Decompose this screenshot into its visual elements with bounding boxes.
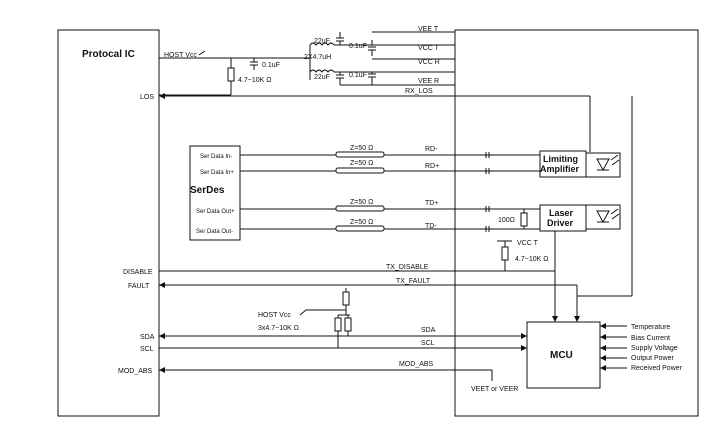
fault-label: FAULT — [128, 283, 150, 290]
mcu-input-bias-current: Bias Current — [631, 335, 670, 342]
tx-disable-pullup: VCC T 4.7~10K Ω — [497, 240, 548, 271]
cap-01u-left-label: 0.1uF — [262, 62, 280, 69]
power-filter-network: HOST Vcc 4.7~10K Ω 0.1uF 2X4.7uH 22uF 0.… — [159, 26, 455, 96]
protocol-ic-label: Protocal IC — [82, 49, 135, 60]
res-4k7-label: 4.7~10K Ω — [238, 77, 271, 84]
mcu-block — [526, 321, 601, 389]
ser-in-plus-label: Ser Data In+ — [200, 170, 234, 176]
mcu-input-received-power: Received Power — [631, 365, 683, 372]
host-vcc-mid-label: HOST Vcc — [258, 312, 291, 319]
laser-driver-label-1: Laser — [549, 208, 574, 218]
inductor-label: 2X4.7uH — [304, 54, 331, 61]
z50-4-label: Z=50 Ω — [350, 219, 373, 226]
mod-abs-left-label: MOD_ABS — [118, 368, 153, 375]
laser-diode-box — [585, 204, 621, 230]
vee-r-label: VEE R — [418, 78, 439, 85]
mcu-input-output-power: Output Power — [631, 355, 674, 362]
scl-left-label: SCL — [140, 346, 154, 353]
vcct-pull-label: VCC T — [517, 240, 539, 247]
limiting-amp-label-1: Limiting — [543, 154, 578, 164]
res-3x-label: 3x4.7~10K Ω — [258, 325, 299, 332]
vee-t-label: VEE T — [418, 26, 439, 33]
vcc-r-label: VCC R — [418, 59, 440, 66]
td-minus-label: TD- — [425, 223, 437, 230]
protocol-ic-block — [57, 29, 160, 417]
disable-fault-lines: DISABLE TX_DISABLE FAULT TX_FAULT — [123, 96, 633, 322]
limiting-amp-label-2: Amplifier — [540, 164, 580, 174]
serdes-block — [189, 145, 241, 241]
laser-diode-icon — [596, 208, 620, 224]
mcu-inputs: Temperature Bias Current Supply Voltage … — [600, 323, 683, 372]
z50-3-label: Z=50 Ω — [350, 199, 373, 206]
i2c-lines: SDA SDA SCL SCL — [140, 327, 527, 353]
tx-disable-label: TX_DISABLE — [386, 264, 429, 271]
cap-22u-top-label: 22uF — [314, 38, 330, 45]
mcu-input-supply-voltage: Supply Voltage — [631, 345, 678, 352]
sda-left-label: SDA — [140, 334, 155, 341]
photodiode-box — [585, 152, 621, 178]
rd-plus-label: RD+ — [425, 163, 439, 170]
rx-los-label: RX_LOS — [405, 88, 433, 95]
cap-01u-bot-label: 0.1uF — [349, 72, 367, 79]
res-100-label: 100Ω — [498, 217, 515, 224]
cap-01u-top-label: 0.1uF — [349, 43, 367, 50]
i2c-pullups: HOST Vcc 3x4.7~10K Ω — [258, 288, 352, 348]
vee-or-label: VEET or VEER — [471, 386, 518, 393]
z50-1-label: Z=50 Ω — [350, 145, 373, 152]
rx-data-lines: Z=50 Ω Z=50 Ω RD- RD+ — [240, 145, 540, 174]
mcu-label: MCU — [550, 350, 573, 361]
mcu-input-temperature: Temperature — [631, 324, 670, 331]
vcc-t-label: VCC T — [418, 45, 440, 52]
tx-data-lines: Z=50 Ω Z=50 Ω TD+ TD- 100Ω — [240, 199, 540, 232]
res-pull-label: 4.7~10K Ω — [515, 256, 548, 263]
los-signal: LOS RX_LOS — [140, 88, 591, 152]
sda-right-label: SDA — [421, 327, 436, 334]
mod-abs-line: MOD_ABS MOD_ABS VEET or VEER — [118, 361, 518, 393]
tx-fault-label: TX_FAULT — [396, 278, 431, 285]
los-label: LOS — [140, 94, 154, 101]
serdes-label: SerDes — [190, 185, 225, 196]
host-vcc-top-label: HOST Vcc — [164, 52, 197, 59]
ser-in-minus-label: Ser Data In- — [200, 154, 232, 160]
scl-right-label: SCL — [421, 340, 435, 347]
ser-out-minus-label: Ser Data Out- — [196, 229, 233, 235]
z50-2-label: Z=50 Ω — [350, 160, 373, 167]
td-plus-label: TD+ — [425, 200, 438, 207]
laser-driver-label-2: Driver — [547, 218, 574, 228]
photodiode-icon — [596, 154, 620, 172]
cap-22u-bot-label: 22uF — [314, 74, 330, 81]
ser-out-plus-label: Ser Data Out+ — [196, 209, 235, 215]
rd-minus-label: RD- — [425, 146, 438, 153]
disable-label: DISABLE — [123, 269, 153, 276]
mod-abs-right-label: MOD_ABS — [399, 361, 434, 368]
